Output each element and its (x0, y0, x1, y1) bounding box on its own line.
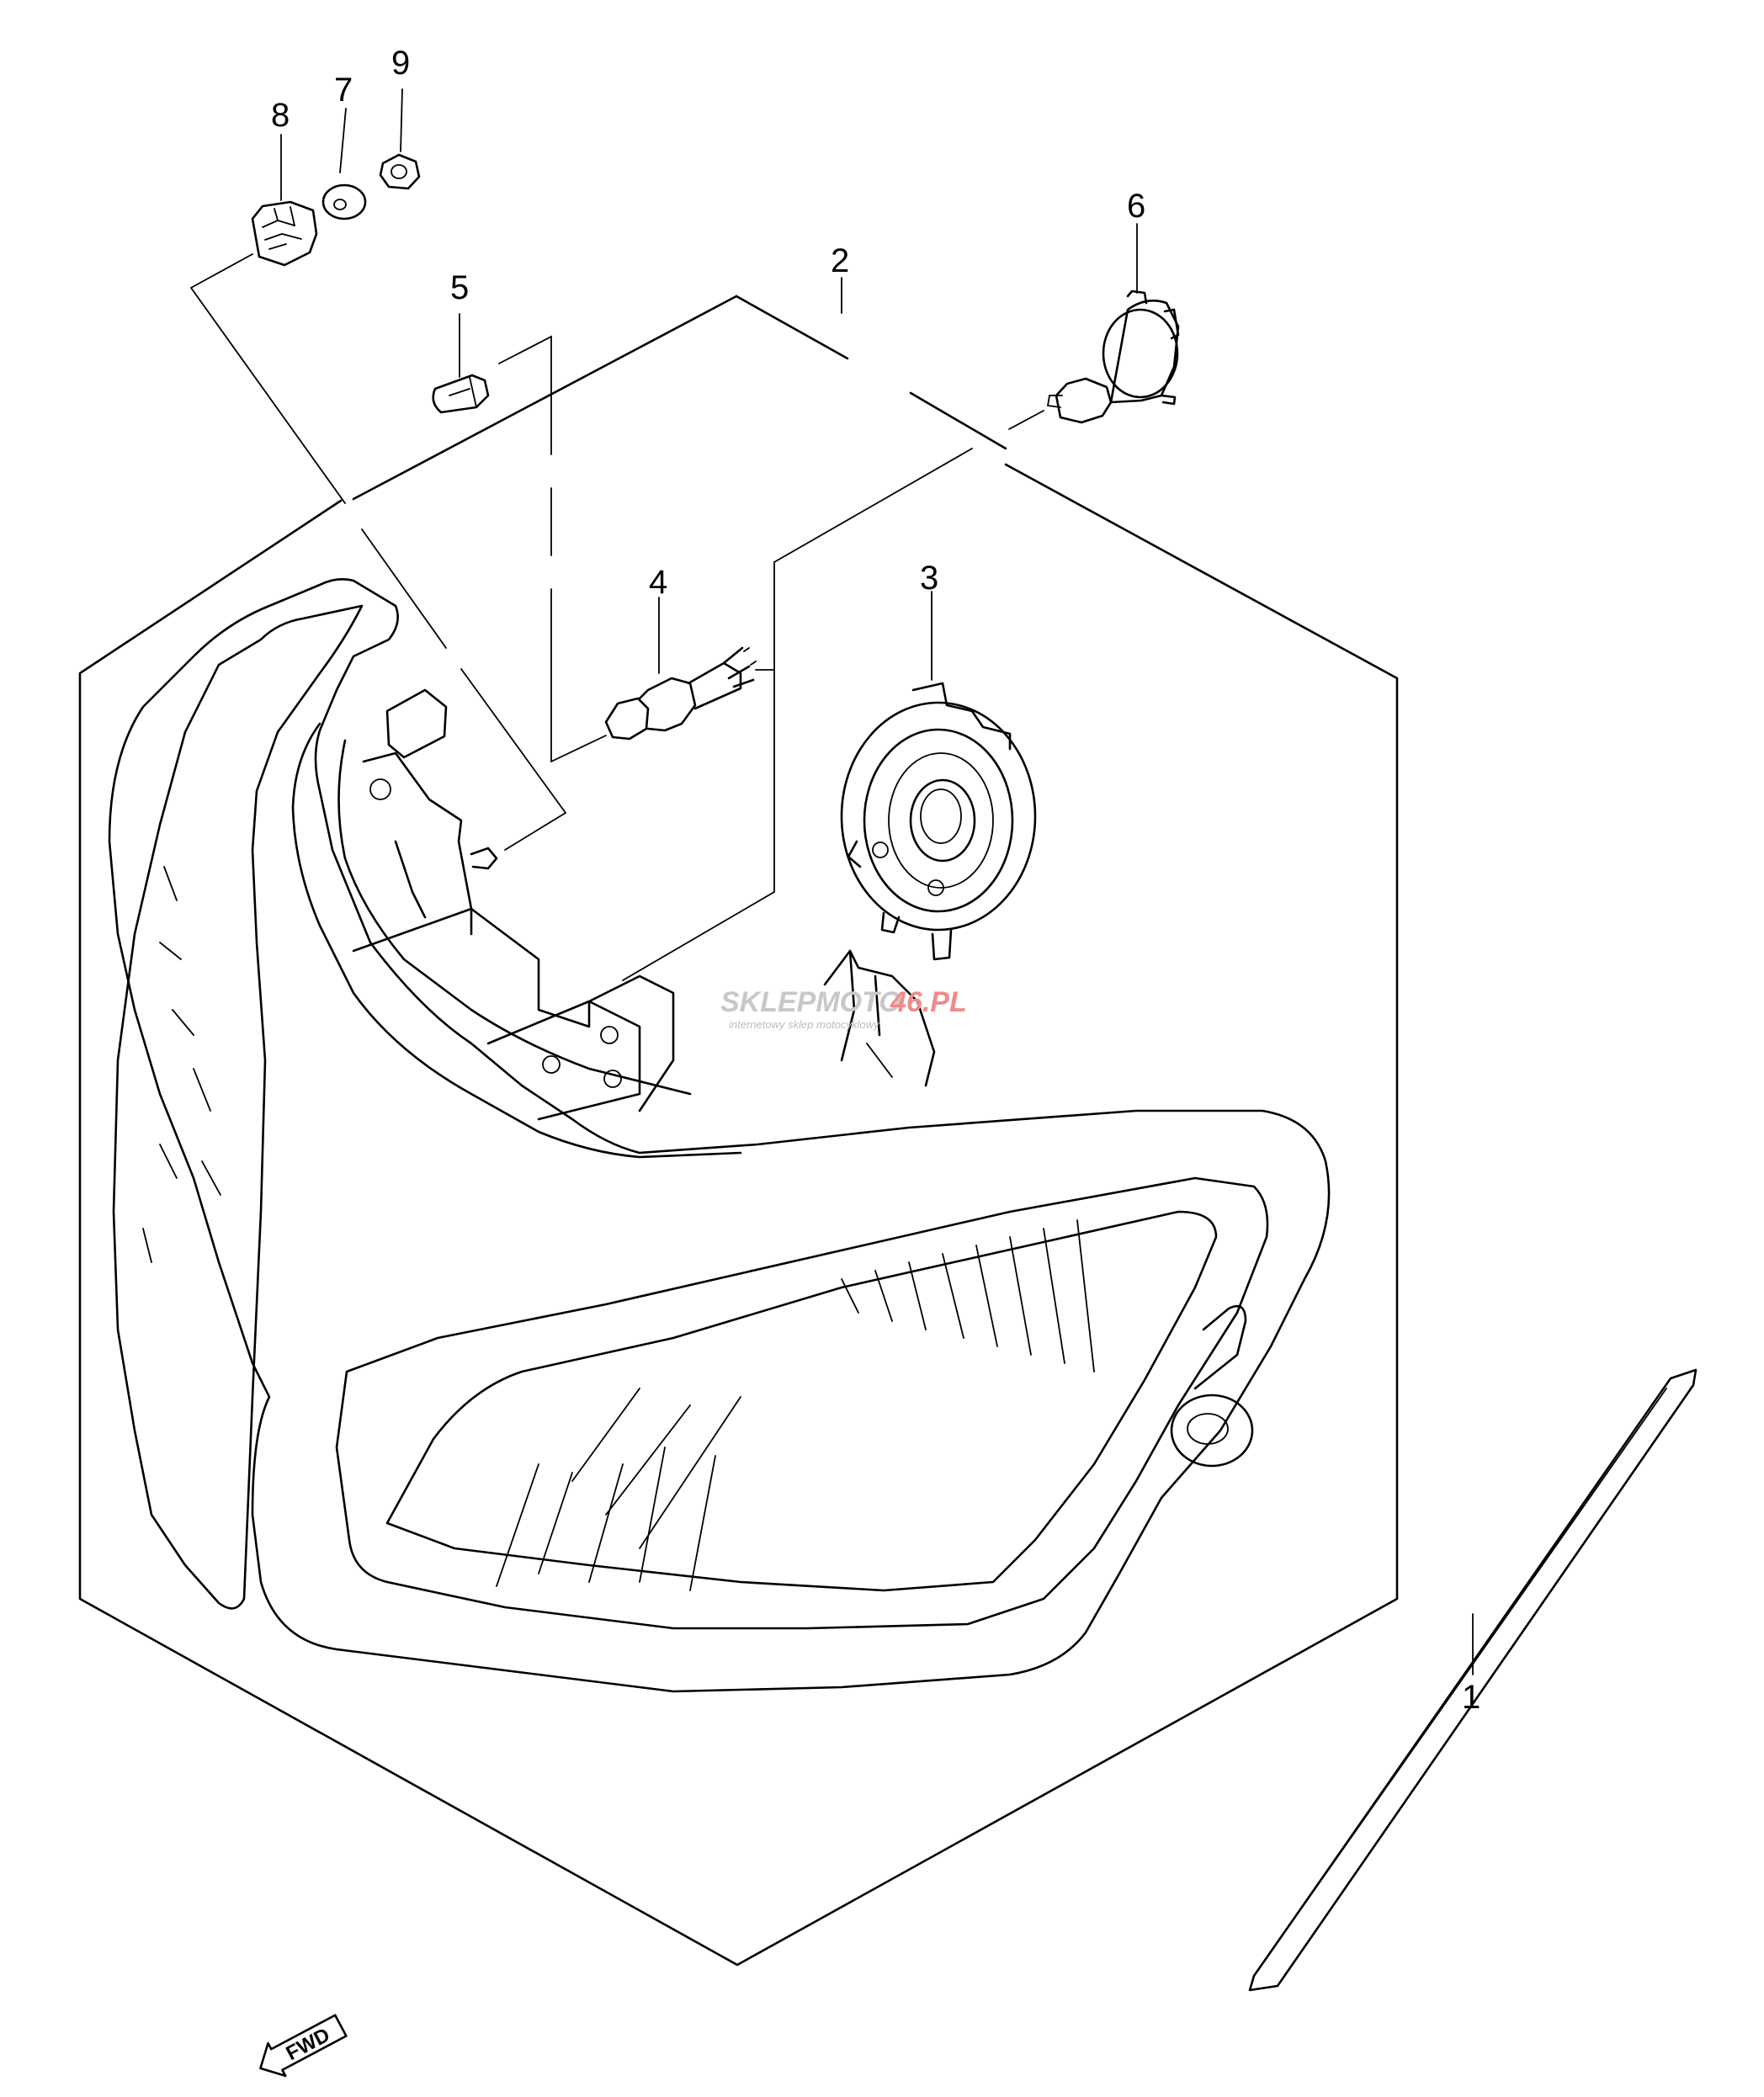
callout-1: 1 (1462, 1679, 1480, 1716)
part-2-headlamp-housing (108, 578, 1331, 1693)
watermark-brand-left: SKLEPMOTO (720, 986, 901, 1018)
part-9-nut (379, 153, 421, 190)
part-6-halogen-bulb (1046, 289, 1180, 424)
fwd-marker: FWD (259, 2014, 348, 2078)
assembly-frame (78, 295, 1399, 1967)
part-1-trim-strip (1248, 1368, 1698, 1992)
watermark-brand-right: 46.PL (890, 986, 967, 1018)
watermark: SKLEPMOTO 46.PL internetowy sklep motocy… (720, 986, 967, 1031)
watermark-tagline: internetowy sklep motocyklowy (729, 1018, 880, 1031)
callout-9: 9 (391, 45, 410, 82)
leader-lines (189, 88, 1474, 1675)
part-8-grommet (251, 200, 318, 267)
callout-6: 6 (1127, 188, 1145, 225)
callout-labels: 1 2 3 4 5 6 7 8 9 (271, 45, 1480, 1716)
part-3-socket-cover (840, 682, 1037, 961)
callout-4: 4 (649, 564, 667, 601)
part-5-bulb (432, 374, 490, 414)
callout-5: 5 (450, 269, 469, 306)
callout-7: 7 (334, 72, 353, 109)
callout-2: 2 (831, 242, 849, 279)
arrow-icon (259, 2014, 348, 2078)
callout-8: 8 (271, 97, 290, 134)
part-4-socket (604, 646, 757, 741)
callout-3: 3 (920, 560, 938, 597)
part-7-washer (321, 183, 367, 220)
